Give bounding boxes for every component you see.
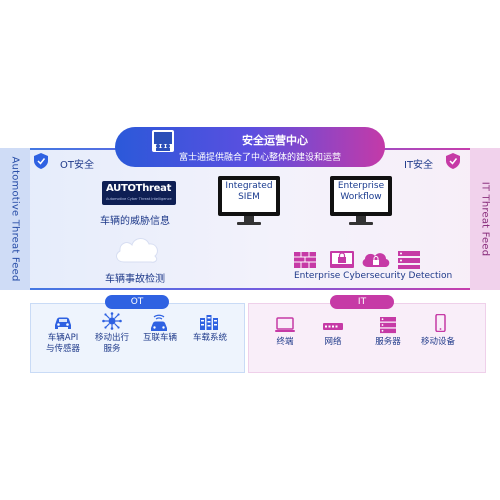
- siem-monitor-base: [237, 222, 261, 225]
- vehicle-incident-detection-label: 车辆事故检测: [105, 274, 165, 285]
- workflow-label-line1: Enterprise: [337, 181, 385, 191]
- network-switch-icon: [323, 323, 343, 330]
- soc-title: 安全运营中心: [242, 134, 308, 147]
- it-shield-icon: [446, 153, 460, 169]
- workflow-label: Enterprise Workflow: [334, 181, 388, 203]
- ot-item-vehicle-api-line2: 与传感器: [45, 344, 80, 354]
- it-item-network: 网络: [324, 337, 342, 347]
- firewall-icon: [294, 252, 316, 268]
- workflow-monitor-icon: [330, 176, 392, 216]
- it-item-endpoint: 终端: [276, 337, 294, 347]
- server-rack-icon: [398, 251, 420, 269]
- cloud-lock-icon: [362, 253, 390, 267]
- ot-item-onboard-system-line1: 车载系统: [192, 333, 227, 343]
- network-hub-icon: [102, 312, 122, 330]
- ot-assets-panel: [30, 303, 245, 373]
- siem-monitor-stand: [244, 216, 254, 222]
- siem-label-line1: Integrated: [225, 181, 273, 191]
- ot-tag: OT: [105, 295, 169, 309]
- locked-screen-icon: [330, 251, 354, 268]
- siem-label-line2: SIEM: [238, 192, 260, 202]
- ot-item-mobility-service-line1: 移动出行: [94, 333, 129, 343]
- autothreat-logo: [102, 181, 176, 205]
- enterprise-security-icons: [294, 251, 420, 269]
- ot-shield-icon: [34, 153, 48, 169]
- it-threat-feed-label: IT Threat Feed: [479, 181, 491, 257]
- autothreat-logo-text: AUTOThreat: [106, 183, 172, 194]
- it-tag: IT: [330, 295, 394, 309]
- ot-item-connected-vehicle: 互联车辆: [130, 333, 190, 344]
- ot-item-vehicle-api: 车辆API 与传感器: [33, 333, 93, 355]
- ot-item-mobility-service: 移动出行 服务: [82, 333, 142, 355]
- workflow-monitor-base: [349, 222, 373, 225]
- server-icon: [380, 317, 396, 334]
- it-item-mobile-device: 移动设备: [420, 337, 455, 347]
- automotive-threat-feed-strip: Automotive Threat Feed: [0, 148, 30, 290]
- siem-label: Integrated SIEM: [222, 181, 276, 203]
- it-assets-panel: [248, 303, 486, 373]
- workflow-monitor-stand: [356, 216, 366, 222]
- autothreat-logo-subtitle: Automotive Cyber Threat Intelligence: [106, 197, 172, 201]
- it-item-server: 服务器: [375, 337, 401, 347]
- ot-item-connected-vehicle-line1: 互联车辆: [142, 333, 177, 343]
- workflow-label-line2: Workflow: [340, 192, 382, 202]
- cloud-icon: [116, 238, 158, 263]
- ot-security-label: OT安全: [60, 160, 94, 171]
- soc-subtitle: 富士通提供融合了中心整体的建设和运营: [178, 153, 341, 163]
- enterprise-cybersecurity-detection-label: Enterprise Cybersecurity Detection: [294, 271, 453, 281]
- ot-item-mobility-service-line2: 服务: [103, 344, 121, 354]
- connected-car-icon: [151, 314, 167, 331]
- it-security-label: IT安全: [404, 160, 434, 171]
- car-icon: [55, 317, 71, 329]
- mobile-phone-icon: [435, 314, 446, 332]
- ot-item-onboard-system: 车载系统: [180, 333, 240, 344]
- ot-item-vehicle-api-line1: 车辆API: [47, 333, 79, 343]
- automotive-threat-feed-label: Automotive Threat Feed: [9, 156, 21, 282]
- vehicle-threat-info-label: 车辆的威胁信息: [100, 216, 170, 227]
- onboard-system-icon: [200, 315, 218, 330]
- laptop-icon: [275, 317, 295, 332]
- it-threat-feed-strip: IT Threat Feed: [470, 148, 500, 290]
- soc-operators-icon: [152, 130, 174, 152]
- siem-monitor-icon: [218, 176, 280, 216]
